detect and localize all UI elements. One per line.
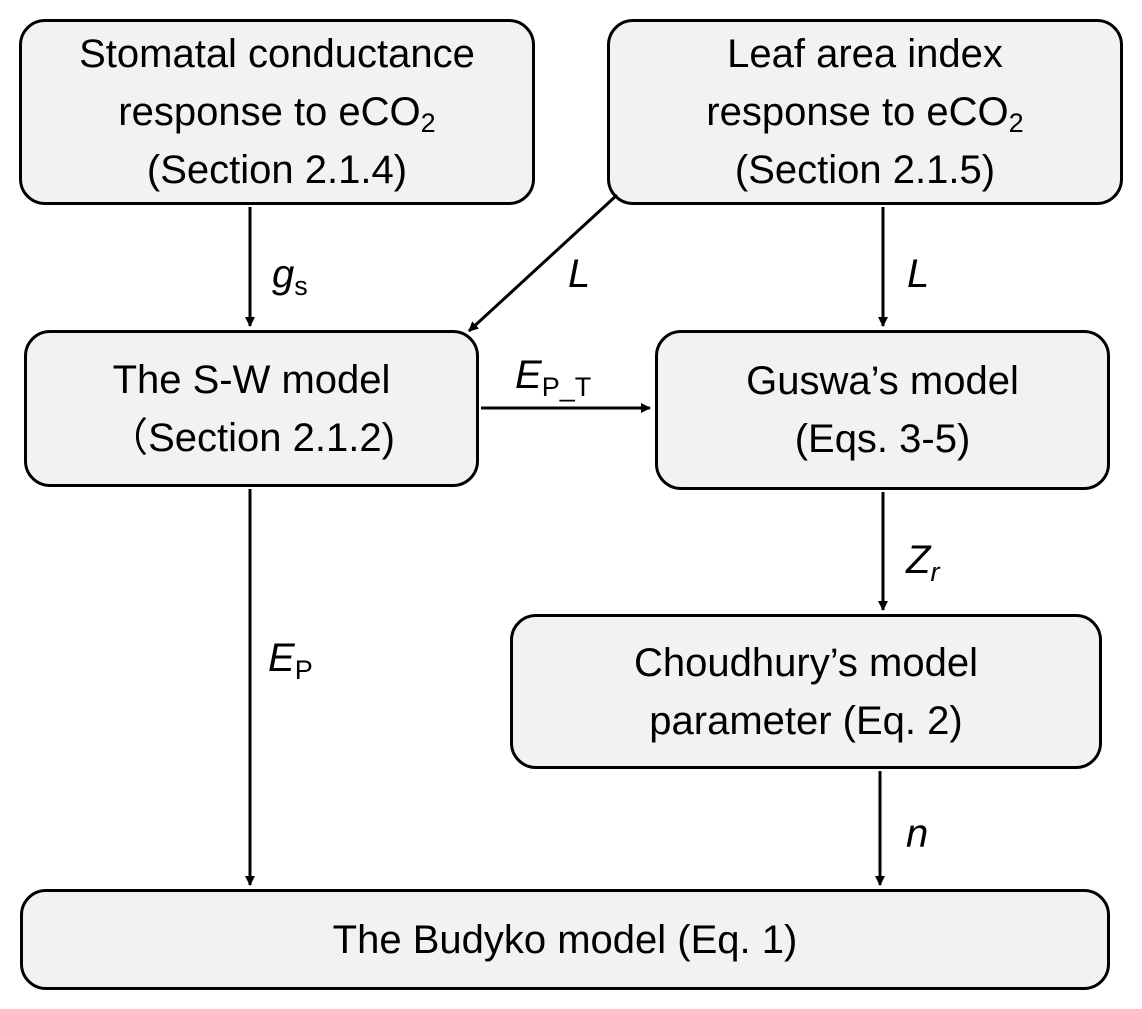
label-ep: EP xyxy=(268,636,313,685)
leaf-area-line2: response to eCO2 xyxy=(706,90,1024,138)
guswa-model-box: Guswa’s model (Eqs. 3-5) xyxy=(655,330,1110,490)
label-n: n xyxy=(906,812,929,856)
choudhury-line2: parameter (Eq. 2) xyxy=(649,698,963,743)
stomatal-line1: Stomatal conductance xyxy=(79,32,475,76)
budyko-line1: The Budyko model (Eq. 1) xyxy=(332,917,798,962)
stomatal-conductance-box: Stomatal conductance response to eCO2 (S… xyxy=(19,19,535,205)
choudhury-model-box: Choudhury’s model parameter (Eq. 2) xyxy=(510,614,1102,769)
sw-model-line1: The S-W model xyxy=(112,357,391,402)
leaf-area-line1: Leaf area index xyxy=(727,32,1003,76)
choudhury-line1: Choudhury’s model xyxy=(634,640,978,685)
label-gs: gs xyxy=(272,252,308,301)
label-l-diagonal: L xyxy=(568,252,591,296)
stomatal-line2: response to eCO2 xyxy=(118,90,436,138)
sw-model-line2: （Section 2.1.2) xyxy=(108,415,395,460)
label-l-right: L xyxy=(907,252,930,296)
label-zr: Zr xyxy=(906,538,940,587)
leaf-area-line3: (Section 2.1.5) xyxy=(734,148,996,192)
guswa-line2: (Eqs. 3-5) xyxy=(794,417,971,461)
label-ep-t: EP_T xyxy=(515,353,592,402)
arrow-leaf-to-sw xyxy=(467,193,619,333)
stomatal-line3: (Section 2.1.4) xyxy=(146,148,408,192)
budyko-model-box: The Budyko model (Eq. 1) xyxy=(20,889,1110,990)
sw-model-box: The S-W model （Section 2.1.2) xyxy=(24,330,479,487)
guswa-line1: Guswa’s model xyxy=(746,359,1019,403)
leaf-area-index-box: Leaf area index response to eCO2 (Sectio… xyxy=(607,19,1123,205)
